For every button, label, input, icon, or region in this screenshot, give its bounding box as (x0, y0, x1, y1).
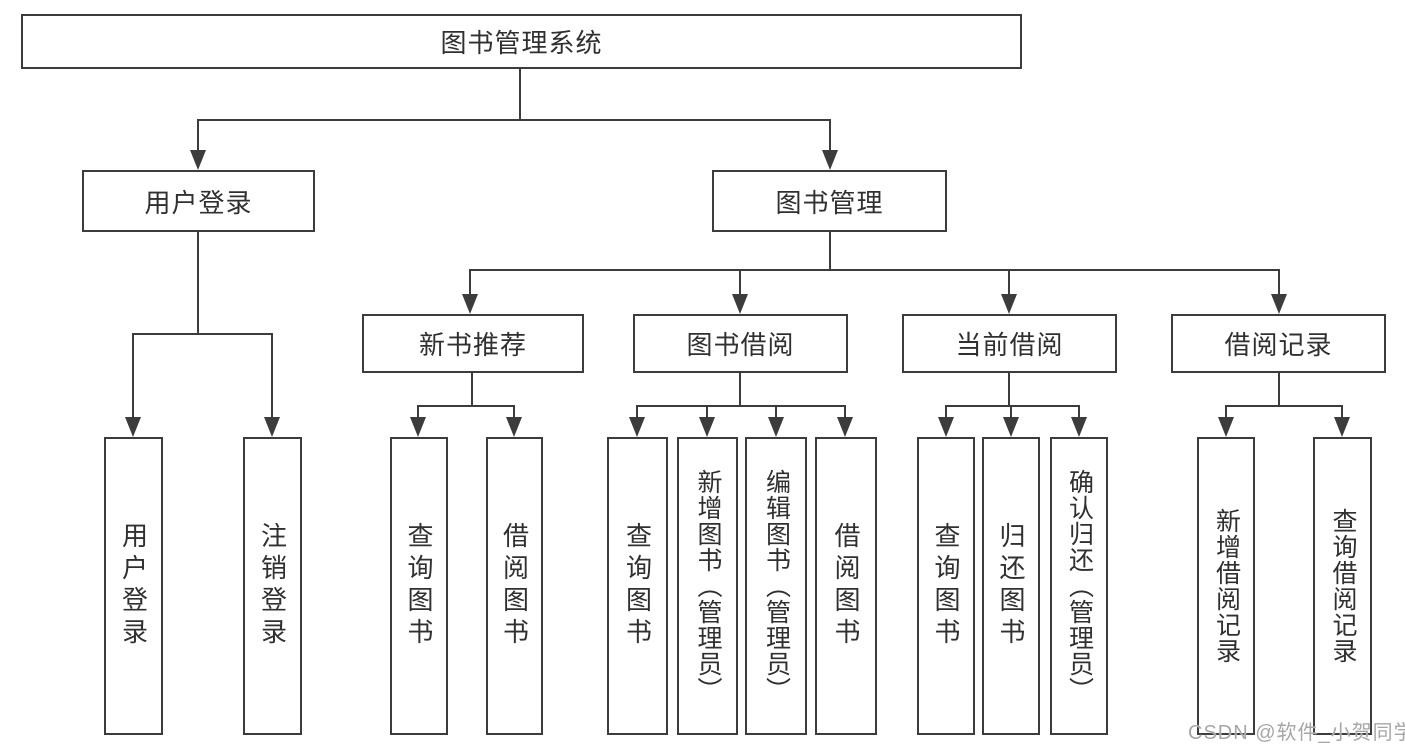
node-new-book-recommend-module: 新书推荐 (362, 314, 584, 373)
arrowhead-down-icon (1001, 294, 1017, 314)
watermark: CSDN @软件_小贺同学 (1188, 722, 1405, 744)
connector-drop (513, 406, 515, 419)
connector-drop (945, 406, 947, 419)
connector-drop (469, 270, 471, 296)
connector-drop (775, 406, 777, 419)
node-label: 用户登录 (118, 522, 149, 650)
connector-stem (519, 68, 521, 121)
node-leaf-return-book: 归还图书 (982, 437, 1040, 735)
node-label: 用户登录 (144, 187, 253, 218)
arrowhead-down-icon (732, 294, 748, 314)
node-label: 图书管理 (775, 187, 884, 218)
connector-drop (1078, 406, 1080, 419)
node-label: 当前借阅 (955, 330, 1064, 360)
arrowhead-down-icon (1071, 417, 1087, 437)
connector-bar (636, 405, 846, 407)
arrowhead-down-icon (462, 294, 478, 314)
connector-bar (1225, 405, 1343, 407)
arrowhead-down-icon (938, 417, 954, 437)
arrowhead-down-icon (125, 417, 141, 437)
connector-stem (471, 373, 473, 407)
connector-bar (945, 405, 1080, 407)
node-current-borrowing-module: 当前借阅 (902, 314, 1117, 373)
connector-stem (197, 232, 199, 335)
node-root-library-management-system: 图书管理系统 (21, 14, 1022, 69)
node-label: 查询借阅记录 (1329, 508, 1357, 664)
node-borrowing-records-module: 借阅记录 (1171, 314, 1386, 373)
arrowhead-down-icon (822, 150, 838, 170)
node-book-borrowing-module: 图书借阅 (633, 314, 848, 373)
arrowhead-down-icon (1003, 417, 1019, 437)
connector-drop (1010, 406, 1012, 419)
connector-drop (829, 120, 831, 152)
connector-bar (197, 119, 831, 121)
node-leaf-borrow-books-borrowing: 借阅图书 (815, 437, 877, 735)
node-leaf-query-books-recommend: 查询图书 (390, 437, 448, 735)
node-label: 查询图书 (404, 522, 434, 650)
node-leaf-confirm-return-admin: 确认归还（管理员） (1050, 437, 1108, 735)
node-leaf-logout: 注销登录 (243, 437, 302, 735)
node-label: 新书推荐 (418, 330, 527, 360)
connector-drop (417, 406, 419, 419)
connector-drop (1008, 270, 1010, 296)
node-label: 新增图书（管理员） (694, 469, 722, 703)
connector-drop (271, 334, 273, 419)
node-user-login-module: 用户登录 (82, 170, 315, 232)
arrowhead-down-icon (190, 150, 206, 170)
arrowhead-down-icon (768, 417, 784, 437)
node-leaf-borrow-books-recommend: 借阅图书 (486, 437, 543, 735)
arrowhead-down-icon (1218, 417, 1234, 437)
arrowhead-down-icon (1334, 417, 1350, 437)
node-leaf-add-book-admin: 新增图书（管理员） (677, 437, 738, 735)
connector-drop (1225, 406, 1227, 419)
node-label: 借阅记录 (1224, 330, 1333, 360)
node-label: 注销登录 (257, 522, 288, 650)
node-label: 新增借阅记录 (1212, 508, 1241, 664)
node-label: 图书管理系统 (440, 28, 603, 58)
node-label: 归还图书 (996, 522, 1026, 650)
node-label: 借阅图书 (831, 522, 861, 650)
node-leaf-user-login: 用户登录 (104, 437, 163, 735)
connector-stem (739, 373, 741, 407)
arrowhead-down-icon (629, 417, 645, 437)
connector-drop (636, 406, 638, 419)
node-leaf-query-books-borrowing: 查询图书 (607, 437, 668, 735)
connector-drop (739, 270, 741, 296)
connector-stem (829, 232, 831, 271)
node-label: 图书借阅 (686, 330, 795, 360)
node-leaf-edit-book-admin: 编辑图书（管理员） (745, 437, 807, 735)
connector-drop (197, 120, 199, 152)
connector-drop (132, 334, 134, 419)
connector-stem (1008, 373, 1010, 407)
connector-drop (1341, 406, 1343, 419)
arrowhead-down-icon (264, 417, 280, 437)
arrowhead-down-icon (1271, 294, 1287, 314)
node-label: 查询图书 (622, 522, 653, 650)
node-label: 查询图书 (931, 522, 961, 650)
node-book-management-module: 图书管理 (712, 170, 947, 232)
node-leaf-query-books-current: 查询图书 (917, 437, 975, 735)
connector-drop (706, 406, 708, 419)
arrowhead-down-icon (837, 417, 853, 437)
connector-drop (844, 406, 846, 419)
connector-bar (132, 333, 273, 335)
connector-drop (1278, 270, 1280, 296)
node-label: 编辑图书（管理员） (762, 469, 791, 703)
node-leaf-query-borrow-record: 查询借阅记录 (1313, 437, 1372, 735)
connector-bar (417, 405, 515, 407)
connector-stem (1278, 373, 1280, 407)
arrowhead-down-icon (506, 417, 522, 437)
connector-bar (469, 269, 1280, 271)
arrowhead-down-icon (699, 417, 715, 437)
arrowhead-down-icon (410, 417, 426, 437)
node-leaf-add-borrow-record: 新增借阅记录 (1197, 437, 1255, 735)
node-label: 确认归还（管理员） (1065, 469, 1094, 703)
node-label: 借阅图书 (499, 522, 530, 650)
